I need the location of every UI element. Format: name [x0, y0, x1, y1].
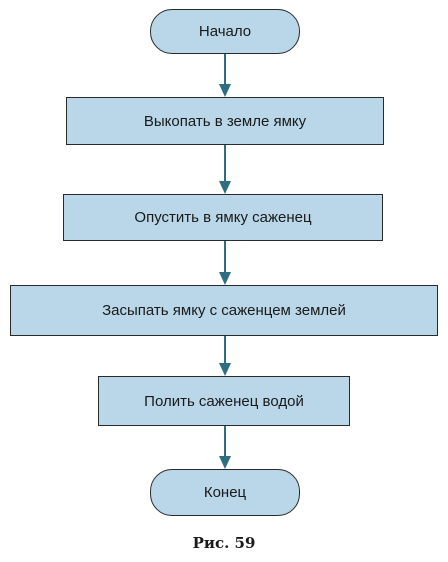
arrowhead-step3-to-step4 [219, 363, 231, 376]
start-terminal: Начало [150, 9, 300, 54]
step4-label: Полить саженец водой [144, 392, 304, 410]
process-step-fill-hole: Засыпать ямку с саженцем землей [10, 285, 438, 336]
step1-label: Выкопать в земле ямку [143, 112, 307, 130]
step2-label: Опустить в ямку саженец [134, 209, 312, 226]
figure-caption: Рис. 59 [192, 534, 256, 552]
arrowhead-start-to-step1 [219, 84, 231, 97]
start-label: Начало [198, 23, 252, 40]
end-label: Конец [203, 484, 247, 501]
arrowhead-step4-to-end [219, 456, 231, 469]
process-step-water-sapling: Полить саженец водой [98, 376, 350, 426]
step3-label: Засыпать ямку с саженцем землей [102, 302, 346, 319]
arrowhead-step1-to-step2 [219, 181, 231, 194]
process-step-place-sapling: Опустить в ямку саженец [63, 194, 383, 241]
arrowhead-step2-to-step3 [219, 272, 231, 285]
end-terminal: Конец [150, 469, 300, 516]
process-step-dig-hole: Выкопать в земле ямку [66, 97, 384, 145]
